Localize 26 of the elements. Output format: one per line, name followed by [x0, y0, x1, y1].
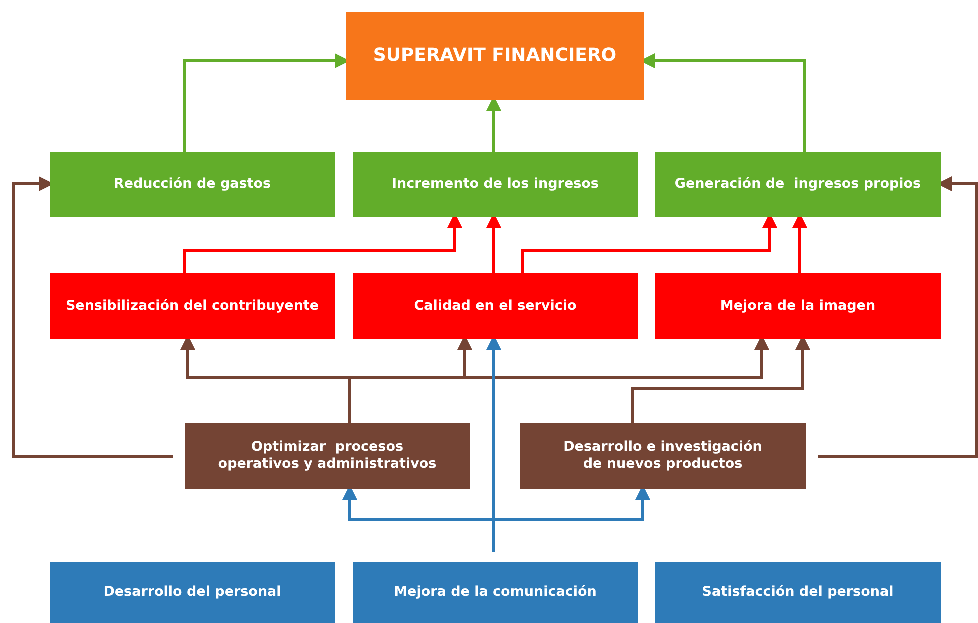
- process-box: [655, 273, 941, 339]
- process-box: [346, 12, 644, 100]
- process-box: [50, 273, 335, 339]
- arrow: [12, 176, 173, 458]
- box-label: Mejora de la imagen: [720, 298, 876, 314]
- box-label: Satisfacción del personal: [702, 584, 894, 601]
- process-box: [655, 152, 941, 217]
- process-box: [50, 152, 335, 217]
- box-label: Generación de ingresos propios: [674, 176, 922, 193]
- process-box: [185, 423, 470, 489]
- box-label: Optimizar procesos operativos y administrativos: [217, 439, 438, 473]
- box-label: Calidad en el servicio: [414, 298, 577, 314]
- process-box: [353, 273, 638, 339]
- box-label: Incremento de los ingresos: [392, 176, 599, 193]
- box-label: Desarrollo e investigación de nuevos productos: [562, 439, 764, 473]
- box-label: Mejora de la comunicación: [394, 584, 597, 601]
- box-label: Desarrollo del personal: [104, 584, 282, 601]
- box-label: Sensibilización del contribuyente: [66, 298, 320, 314]
- process-box: [353, 152, 638, 217]
- process-box: [520, 423, 806, 489]
- process-box: [50, 562, 335, 623]
- box-label: SUPERAVIT FINANCIERO: [373, 44, 617, 68]
- process-box: [655, 562, 941, 623]
- arrow: [818, 176, 978, 458]
- box-label: Reducción de gastos: [114, 176, 272, 193]
- process-box: [353, 562, 638, 623]
